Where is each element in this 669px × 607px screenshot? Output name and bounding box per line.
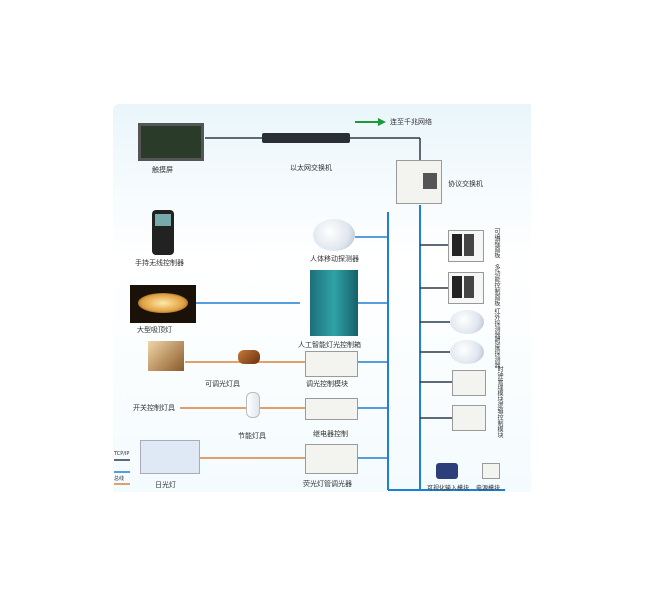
din-module-icon <box>305 398 358 420</box>
lamp-icon <box>238 350 260 364</box>
protocol-switch-label: 协议交换机 <box>448 180 483 188</box>
right-module-1-label: 时钟管理模块 <box>496 366 503 402</box>
legend-label-2: 总线 <box>114 476 125 482</box>
ceiling-sensor-icon <box>450 340 484 364</box>
relay-control-label: 继电器控制 <box>313 430 348 438</box>
din-module-icon <box>452 370 486 396</box>
bottom-device-1-label: 可视化输入模块 <box>427 485 470 492</box>
to-network-arrow-head <box>378 118 386 126</box>
touch-screen-icon <box>138 123 204 161</box>
bottom-device-2-label: 电源模块 <box>476 485 501 492</box>
right-panel-1-label: 可编程面板 <box>493 228 500 258</box>
to-network-label: 连至千兆网络 <box>390 118 432 126</box>
network-switch-icon <box>262 133 350 143</box>
right-module-2-label: 逻辑控制模块 <box>496 402 503 438</box>
handheld-controller-icon <box>152 210 174 255</box>
chandelier-icon <box>130 285 196 323</box>
control-cabinet-icon <box>310 270 358 336</box>
ceiling-sensor-icon <box>450 310 484 334</box>
din-module-icon <box>482 463 500 479</box>
dimmer-module-label: 调光控制模块 <box>306 380 348 388</box>
din-module-icon <box>436 463 458 479</box>
right-sensor-2-label: 照度探测器 <box>493 338 500 368</box>
fluorescent-dimmer-label: 荧光灯管调光器 <box>303 480 352 488</box>
wall-panel-icon <box>448 272 484 304</box>
fluorescent-label: 日光灯 <box>155 481 176 489</box>
ceiling-sensor-icon <box>313 219 355 251</box>
chandelier-label: 大型吸顶灯 <box>137 326 172 334</box>
ethernet-switch-label: 以太网交换机 <box>290 164 332 172</box>
right-sensor-1-label: 红外探测器 <box>493 308 500 338</box>
energy-saving-bulb-icon <box>246 392 260 418</box>
lamp-icon <box>148 341 184 371</box>
din-module-icon <box>452 405 486 431</box>
dimmer-lamp-label: 可调光灯具 <box>205 380 240 388</box>
fluorescent-tube-icon <box>140 440 200 474</box>
handheld-controller-label: 手持无线控制器 <box>135 259 184 267</box>
switch-lamp-label: 开关控制灯具 <box>133 404 175 412</box>
protocol-gateway-icon <box>396 160 442 204</box>
wall-panel-icon <box>448 230 484 262</box>
touch-screen-label: 触摸屏 <box>152 166 173 174</box>
motion-sensor-label: 人体移动探测器 <box>310 255 359 263</box>
legend-label-1: TCP/IP <box>114 451 130 457</box>
din-module-icon <box>305 351 358 377</box>
right-panel-2-label: 多功能控制面板 <box>493 264 500 306</box>
intelligent-cabinet-label: 人工智能灯光控制箱 <box>298 341 361 349</box>
din-module-icon <box>305 444 358 474</box>
downlight-label: 节能灯具 <box>238 432 266 440</box>
